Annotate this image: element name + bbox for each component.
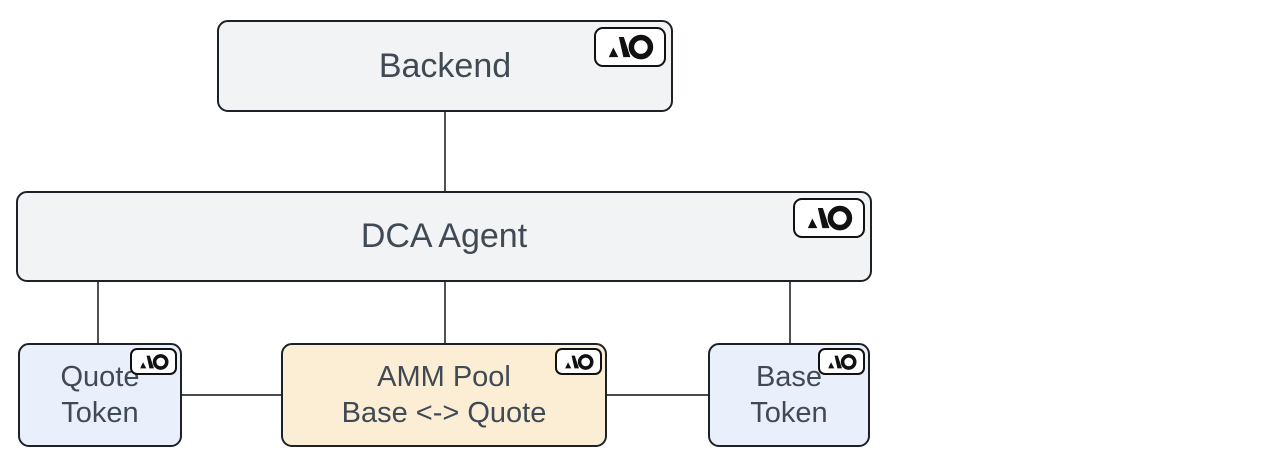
ao-logo-icon bbox=[594, 27, 666, 67]
ao-logo-icon bbox=[818, 348, 865, 375]
node-quote-token-label: Quote Token bbox=[60, 360, 140, 429]
node-dca-agent: DCA Agent bbox=[16, 191, 872, 282]
node-backend-label: Backend bbox=[378, 46, 512, 85]
node-base-token: Base Token bbox=[708, 343, 870, 447]
node-base-token-label: Base Token bbox=[750, 360, 828, 429]
node-amm-pool-label: AMM Pool Base <-> Quote bbox=[341, 360, 547, 429]
node-backend: Backend bbox=[217, 20, 673, 112]
node-quote-token: Quote Token bbox=[18, 343, 182, 447]
ao-logo-icon bbox=[555, 348, 602, 375]
ao-logo-icon bbox=[793, 198, 865, 238]
ao-logo-icon bbox=[130, 348, 177, 375]
node-amm-pool: AMM Pool Base <-> Quote bbox=[281, 343, 607, 447]
node-dca-agent-label: DCA Agent bbox=[360, 217, 528, 256]
